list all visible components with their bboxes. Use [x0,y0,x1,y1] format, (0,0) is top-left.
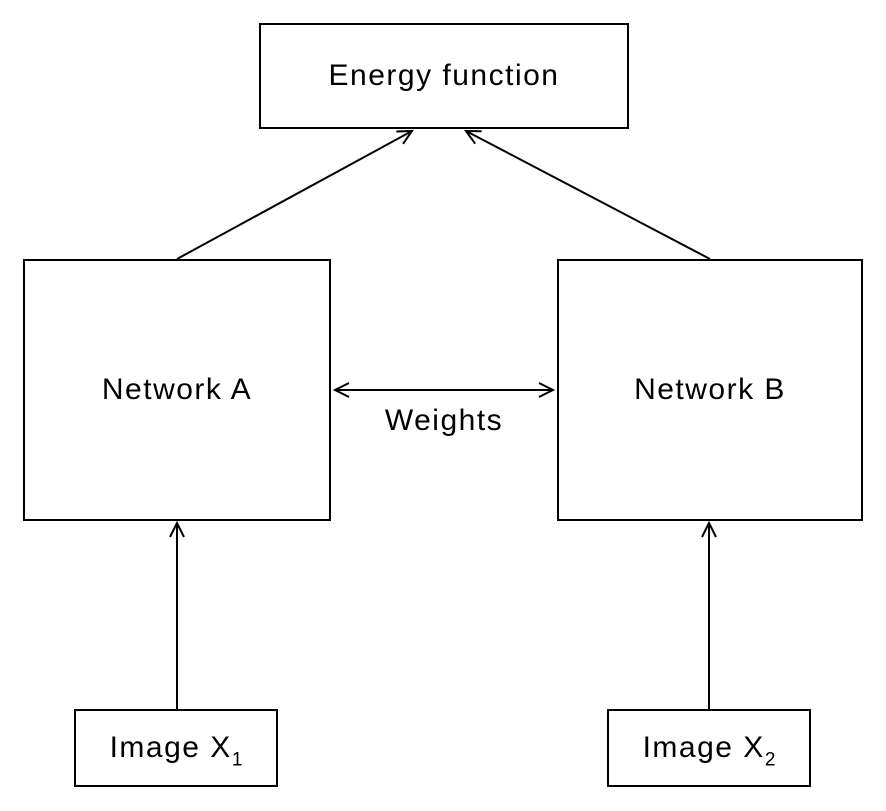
node-image-x1: Image X1 [74,709,278,787]
node-energy-function: Energy function [259,23,629,129]
weights-label: Weights [384,404,504,437]
node-image-x1-label: Image X1 [109,731,243,770]
node-network-b-label: Network B [634,373,786,406]
node-energy-function-label: Energy function [328,59,560,92]
node-image-x2: Image X2 [607,709,811,787]
node-image-x1-subscript: 1 [231,749,243,771]
node-image-x2-label-text: Image X [642,731,765,764]
node-image-x2-label: Image X2 [642,731,776,770]
arrow-network-b-to-energy [466,131,711,260]
node-network-b: Network B [557,259,863,521]
node-network-a: Network A [23,259,331,521]
node-image-x2-subscript: 2 [764,749,776,771]
node-network-a-label: Network A [101,373,253,406]
node-image-x1-label-text: Image X [109,731,232,764]
arrow-network-a-to-energy [176,131,412,260]
